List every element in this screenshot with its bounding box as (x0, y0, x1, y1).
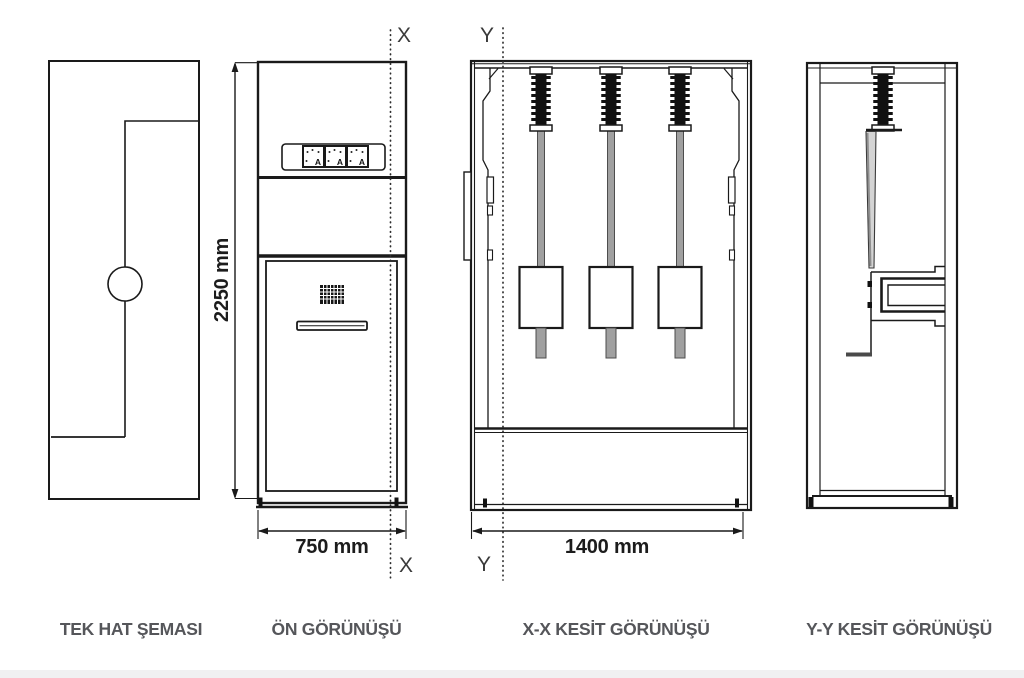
section-marker-y-bottom: Y (477, 553, 491, 576)
inner-profile-right (723, 68, 740, 428)
ammeter-1-label: A (315, 157, 321, 167)
front-view: A A A (256, 60, 408, 509)
ammeter-2-label: A (337, 157, 343, 167)
dimension-section-width: 1400 mm (470, 512, 744, 558)
inner-profile-left (482, 68, 499, 428)
section-marker-x-bottom: X (399, 554, 413, 577)
switch-blade (865, 130, 877, 269)
side-hinge-plate (463, 171, 472, 261)
view-captions: TEK HAT ŞEMASI ÖN GÖRÜNÜŞÜ X-X KESİT GÖR… (60, 619, 992, 639)
section-xx-view (463, 59, 753, 512)
ammeter-1: A (302, 145, 325, 168)
ventilation-grille (320, 285, 344, 304)
single-line-device-symbol (107, 266, 143, 302)
caption-section-xx: X-X KESİT GÖRÜNÜŞÜ (522, 619, 709, 639)
dimension-front-width: 750 mm (257, 510, 407, 558)
section-line-y: Y Y (477, 24, 504, 581)
section-marker-y-top: Y (480, 24, 494, 47)
ammeter-3: A (346, 145, 369, 168)
dimension-height: 2250 mm (211, 62, 257, 500)
contact-assembly (846, 265, 945, 357)
door-handle (296, 320, 368, 331)
caption-front: ÖN GÖRÜNÜŞÜ (272, 619, 402, 639)
single-line-diagram-view (48, 60, 200, 500)
section-line-x: X X (389, 24, 413, 579)
footer-strip (0, 670, 1024, 678)
dimension-section-width-label: 1400 mm (565, 536, 649, 558)
front-door (265, 260, 398, 492)
meter-panel: A A A (281, 143, 386, 171)
dimension-height-label: 2250 mm (211, 238, 233, 322)
front-base (256, 497, 408, 509)
ammeter-3-label: A (359, 157, 365, 167)
caption-section-yy: Y-Y KESİT GÖRÜNÜŞÜ (806, 619, 992, 639)
ammeter-2: A (324, 145, 347, 168)
dimension-front-width-label: 750 mm (295, 536, 368, 558)
section-marker-x-top: X (397, 24, 411, 47)
section-yy-view (805, 61, 959, 510)
yy-base (808, 489, 954, 507)
single-line-conductor (124, 120, 198, 437)
caption-single-line: TEK HAT ŞEMASI (60, 619, 202, 639)
